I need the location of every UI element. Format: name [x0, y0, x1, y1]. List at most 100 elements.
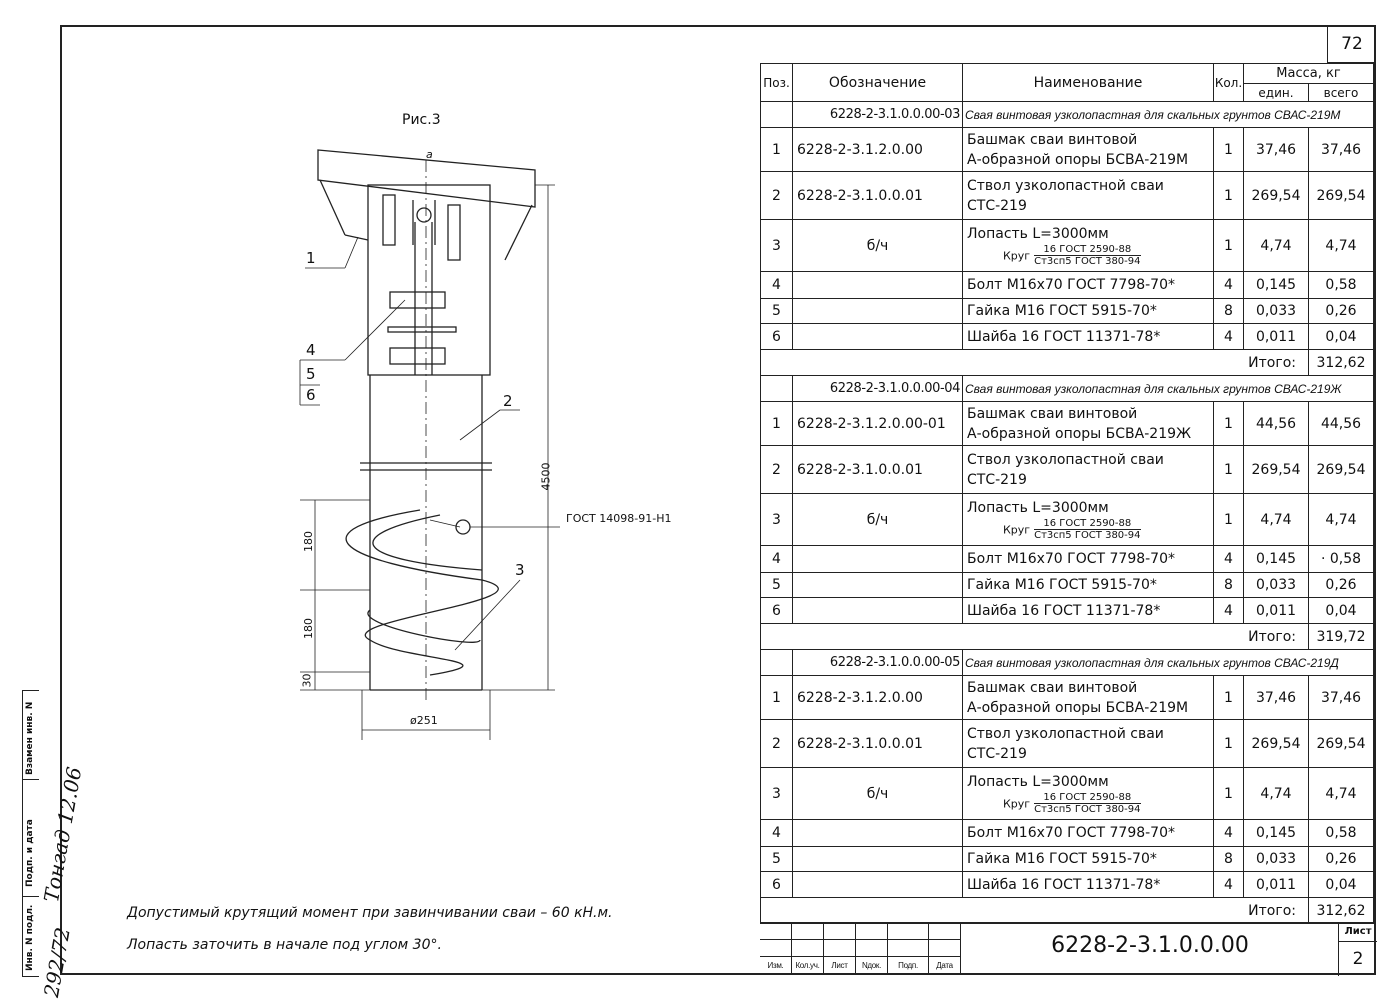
row-total-mass: 0,58 — [1308, 271, 1374, 299]
row-qty: 1 — [1213, 219, 1244, 272]
row-total-mass: 0,26 — [1308, 846, 1374, 872]
row-name-line: Болт М16х70 ГОСТ 7798-70* — [967, 551, 1175, 567]
dim-180-bottom: 180 — [302, 618, 315, 639]
row-pos: 4 — [760, 545, 793, 573]
row-qty: 4 — [1213, 545, 1244, 573]
row-unit-mass: 269,54 — [1243, 171, 1309, 220]
title-block-cell — [856, 940, 888, 957]
row-pos: 1 — [760, 675, 793, 720]
row-total-mass: 0,58 — [1308, 819, 1374, 847]
row-pos: 4 — [760, 819, 793, 847]
row-unit-mass: 4,74 — [1243, 493, 1309, 546]
group-total-row: Итого:312,62 — [760, 349, 1374, 376]
row-unit-mass: 0,011 — [1243, 323, 1309, 350]
title-block-cell — [792, 923, 824, 940]
row-unit-mass: 269,54 — [1243, 445, 1309, 494]
title-block-cell — [824, 923, 856, 940]
label-replaced-inv: Взамен инв. N — [25, 701, 35, 775]
row-name-line: Ствол узколопастной сваи — [967, 177, 1164, 194]
group-designation: 6228-2-3.1.0.0.00-04 — [792, 375, 963, 402]
dim-length: 4500 — [539, 462, 553, 491]
row-pos: 6 — [760, 597, 793, 624]
row-qty: 1 — [1213, 401, 1244, 446]
callout-4: 4 — [306, 341, 316, 359]
row-total-mass: 4,74 — [1308, 493, 1374, 546]
row-pos: 4 — [760, 271, 793, 299]
title-block-column-label: Дата — [929, 957, 961, 974]
header-designation: Обозначение — [792, 63, 963, 102]
specification-table: Поз. Обозначение Наименование Кол. Масса… — [760, 63, 1374, 924]
row-total-mass: 4,74 — [1308, 767, 1374, 820]
title-block-cell — [760, 923, 792, 940]
row-qty: 8 — [1213, 846, 1244, 872]
group-empty-cell — [760, 101, 793, 128]
row-unit-mass: 37,46 — [1243, 675, 1309, 720]
row-name-line: Ствол узколопастной сваи — [967, 725, 1164, 742]
row-name-line: Башмак сваи винтовой — [967, 405, 1138, 422]
row-name: Гайка М16 ГОСТ 5915-70* — [962, 572, 1214, 598]
row-unit-mass: 0,011 — [1243, 597, 1309, 624]
document-number: 6228-2-3.1.0.0.00 — [1051, 933, 1249, 958]
label-sign-date: Подп. и дата — [25, 819, 35, 887]
row-pos: 3 — [760, 767, 793, 820]
row-total-mass: 269,54 — [1308, 445, 1374, 494]
group-total-row: Итого:312,62 — [760, 897, 1374, 924]
row-qty: 1 — [1213, 767, 1244, 820]
row-unit-mass: 0,011 — [1243, 871, 1309, 898]
note-blade: Лопасть заточить в начале под углом 30°. — [127, 937, 442, 953]
row-total-mass: 37,46 — [1308, 675, 1374, 720]
row-unit-mass: 4,74 — [1243, 219, 1309, 272]
row-designation — [792, 846, 963, 872]
row-designation: 6228-2-3.1.0.0.01 — [792, 171, 963, 220]
group-name: Свая винтовая узколопастная для скальных… — [962, 101, 1374, 128]
material-prefix: Круг — [1003, 249, 1031, 263]
dimension-lines — [299, 184, 560, 740]
sheet-number: 2 — [1352, 949, 1364, 969]
group-designation: 6228-2-3.1.0.0.00-05 — [792, 649, 963, 676]
title-block-column-label: Изм. — [760, 957, 792, 974]
row-designation — [792, 545, 963, 573]
row-unit-mass: 0,033 — [1243, 846, 1309, 872]
title-block-cell — [888, 923, 929, 940]
title-block-cell — [888, 940, 929, 957]
row-designation — [792, 871, 963, 898]
row-name: Шайба 16 ГОСТ 11371-78* — [962, 597, 1214, 624]
title-block-column-label: Подп. — [888, 957, 929, 974]
sheet-label: Лист — [1339, 923, 1377, 942]
row-pos: 6 — [760, 871, 793, 898]
title-block-column-label: Nдок. — [856, 957, 888, 974]
header-qty: Кол. — [1213, 63, 1244, 102]
row-name-line: А-образной опоры БСВА-219Ж — [967, 425, 1192, 442]
row-name: Болт М16х70 ГОСТ 7798-70* — [962, 271, 1214, 299]
row-unit-mass: 0,145 — [1243, 271, 1309, 299]
note-torque: Допустимый крутящий момент при завинчива… — [127, 905, 613, 921]
title-block-cell — [929, 940, 961, 957]
row-qty: 8 — [1213, 572, 1244, 598]
row-name-line: СТС-219 — [967, 471, 1027, 488]
row-pos: 2 — [760, 171, 793, 220]
group-name: Свая винтовая узколопастная для скальных… — [962, 649, 1374, 676]
row-name-line: Лопасть L=3000мм — [967, 774, 1109, 790]
row-qty: 4 — [1213, 871, 1244, 898]
callout-5: 5 — [306, 365, 316, 383]
header-total: всего — [1308, 83, 1374, 102]
title-block-cell — [760, 940, 792, 957]
row-designation: 6228-2-3.1.0.0.01 — [792, 719, 963, 768]
